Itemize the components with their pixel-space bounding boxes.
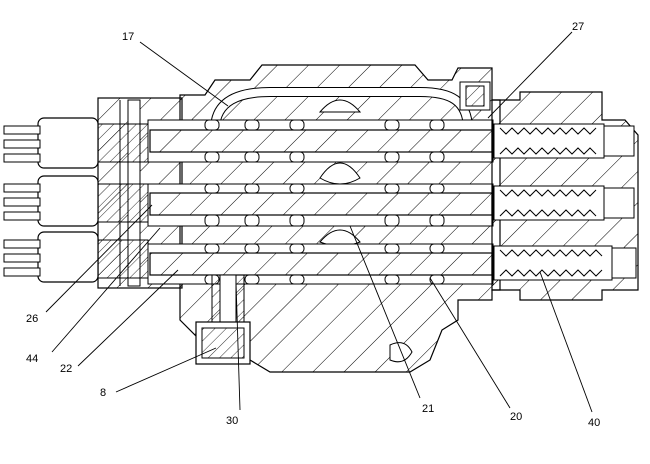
callout-20: 20 [510,411,522,423]
callout-26: 26 [26,313,38,325]
solenoid-upper [3,117,149,169]
callout-44: 44 [26,353,38,365]
callout-17: 17 [122,31,134,43]
callout-30: 30 [226,415,238,427]
springs [499,127,603,277]
callout-27: 27 [572,21,584,33]
callout-22: 22 [60,363,72,375]
spool-upper [149,129,493,153]
callouts: 17 27 26 44 22 8 30 21 20 40 [26,21,600,429]
solenoid-middle [3,175,149,227]
solenoids [3,117,149,283]
callout-8: 8 [100,387,106,399]
spool-lower [149,252,493,276]
solenoid-lower [3,231,149,283]
bottom-port-fitting [195,274,251,365]
callout-40: 40 [588,417,600,429]
callout-21: 21 [422,403,434,415]
leader-lines [45,31,593,413]
spool-middle [149,192,493,216]
